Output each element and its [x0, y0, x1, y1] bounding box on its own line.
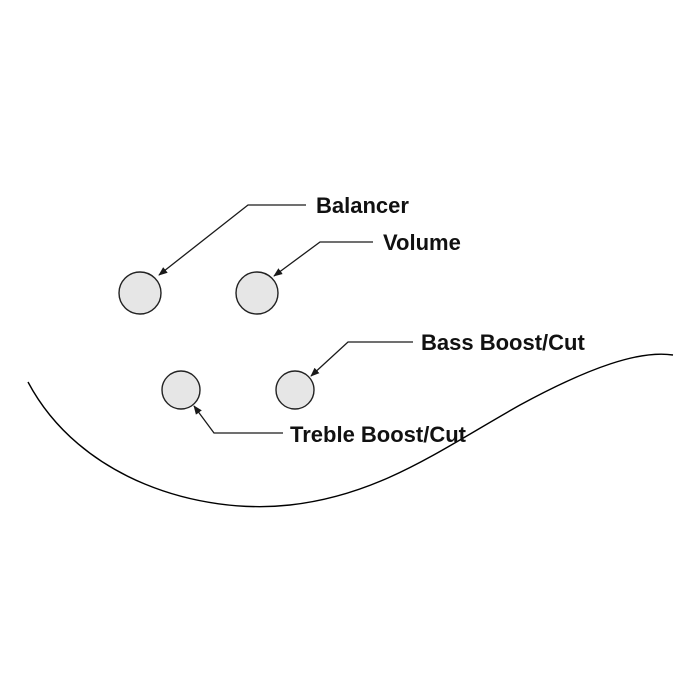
volume-knob[interactable] [235, 271, 279, 315]
bass-leader [310, 341, 413, 377]
balancer-label: Balancer [316, 193, 409, 218]
balancer-knob[interactable] [118, 271, 162, 315]
body-edge-curve [27, 353, 674, 508]
balancer-leader [158, 204, 306, 276]
treble-knob[interactable] [161, 370, 201, 410]
volume-label: Volume [383, 230, 461, 255]
bass-label: Bass Boost/Cut [421, 330, 585, 355]
volume-leader [273, 241, 373, 277]
treble-leader [193, 405, 283, 434]
treble-label: Treble Boost/Cut [290, 422, 467, 447]
bass-knob[interactable] [275, 370, 315, 410]
